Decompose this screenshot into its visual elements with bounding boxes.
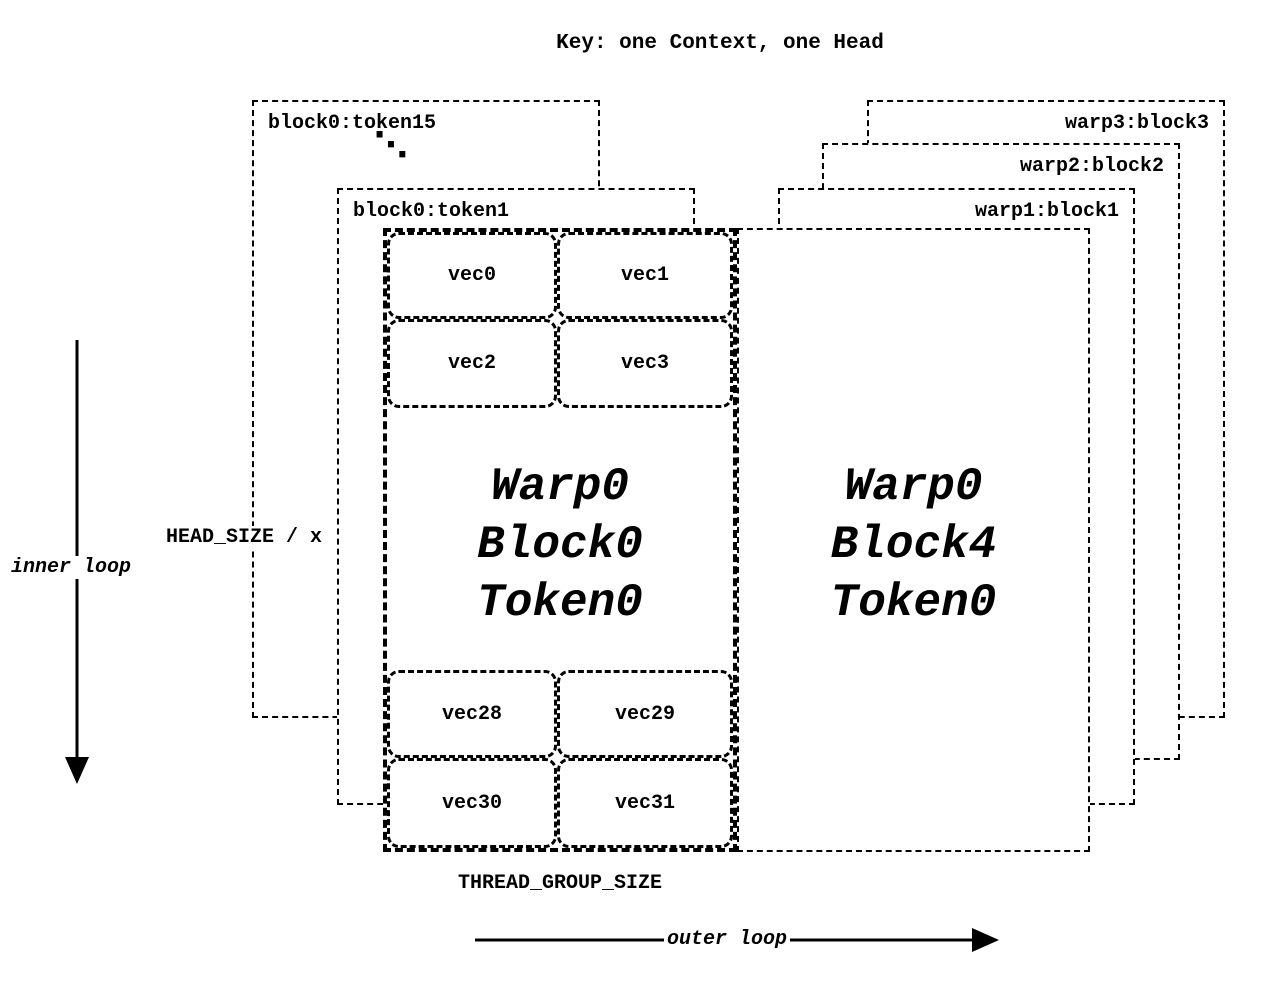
vec-cell-vec0: vec0: [387, 232, 557, 319]
layer-label-block0-token15: block0:token15: [268, 112, 437, 135]
vec-cell-vec29: vec29: [557, 670, 733, 758]
block0-label: Warp0 Block0 Token0: [387, 458, 733, 632]
block4-label-line2: Block4: [830, 519, 997, 571]
vec-cell-vec31: vec31: [557, 758, 733, 848]
layer-label-block0-token1: block0:token1: [353, 200, 510, 223]
block0-label-line1: Warp0: [490, 461, 630, 513]
vec-cell-vec28: vec28: [387, 670, 557, 758]
diagram-title: Key: one Context, one Head: [556, 32, 884, 55]
vec-cell-vec3: vec3: [557, 319, 733, 408]
thread-group-size-label: THREAD_GROUP_SIZE: [383, 872, 737, 895]
vec-cell-vec1: vec1: [557, 232, 733, 319]
block4-label: Warp0 Block4 Token0: [739, 458, 1088, 632]
block0-label-line3: Token0: [477, 577, 643, 629]
inner-loop-label: inner loop: [8, 556, 135, 579]
layer-label-warp1-block1: warp1:block1: [974, 200, 1119, 223]
head-size-label: HEAD_SIZE / x: [163, 526, 326, 549]
vec-cell-vec2: vec2: [387, 319, 557, 408]
layer-label-warp2-block2: warp2:block2: [1019, 155, 1164, 178]
ellipsis-dots: ⋱: [374, 125, 408, 165]
block0-label-line2: Block0: [477, 519, 643, 571]
block4-box: Warp0 Block4 Token0: [737, 228, 1090, 852]
block0-box: vec0 vec1 vec2 vec3 Warp0 Block0 Token0 …: [383, 228, 737, 852]
block4-label-line3: Token0: [830, 577, 997, 629]
block4-label-line1: Warp0: [844, 461, 983, 513]
layer-label-warp3-block3: warp3:block3: [1064, 112, 1209, 135]
vec-cell-vec30: vec30: [387, 758, 557, 848]
outer-loop-label: outer loop: [664, 928, 791, 951]
